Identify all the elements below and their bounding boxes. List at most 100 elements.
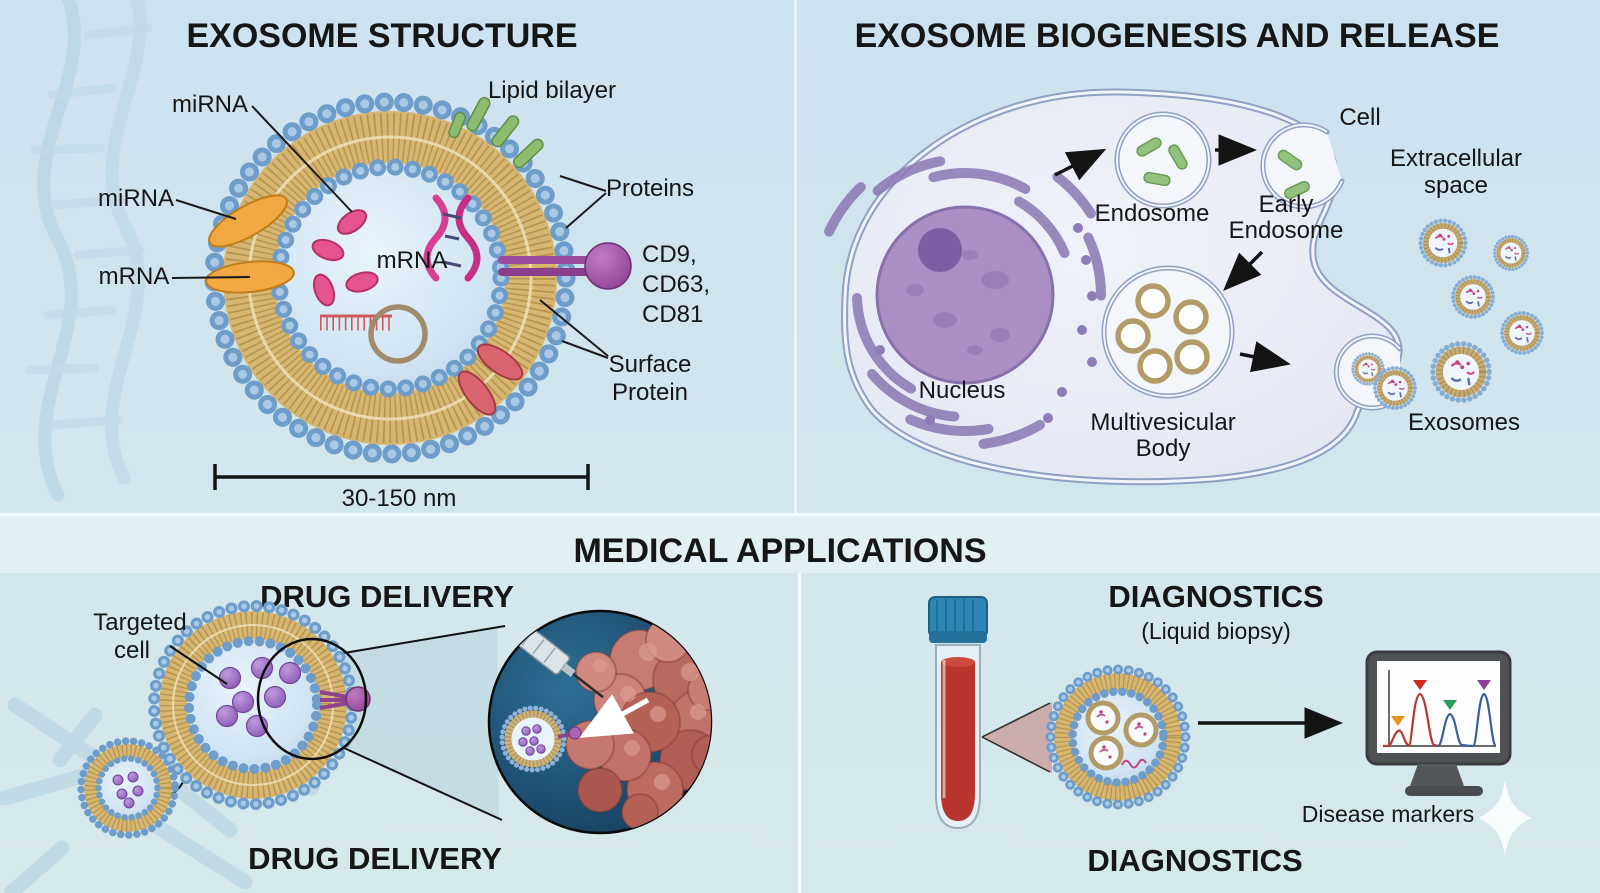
tumor-zoom-circle — [487, 609, 713, 835]
zoom-cone-lines — [337, 625, 506, 821]
drug-delivery-panel: DRUG DELIVERY — [77, 579, 713, 876]
scale-bar-label: 30-150 nm — [342, 485, 457, 512]
arrow-mvb-to-membrane — [1239, 341, 1291, 373]
receptor-highlight-ellipse — [256, 637, 368, 761]
targeting-receptor — [319, 686, 371, 712]
scale-bar — [213, 464, 590, 490]
chromatogram — [1383, 670, 1498, 748]
released-exosome — [1502, 313, 1542, 353]
nucleus — [875, 205, 1055, 385]
biogenesis-panel: EXOSOME BIOGENESIS AND RELEASE — [809, 17, 1542, 486]
multivesicular-body — [1101, 265, 1235, 399]
mirna-left-label: miRNA — [98, 185, 174, 212]
structure-leader-lines — [171, 105, 609, 359]
extracellular-label-2: space — [1424, 172, 1488, 199]
biogenesis-title: EXOSOME BIOGENESIS AND RELEASE — [855, 17, 1500, 55]
drug-delivery-title-top: DRUG DELIVERY — [260, 579, 514, 614]
diagnostics-subtitle: (Liquid biopsy) — [1141, 618, 1291, 644]
tetraspanin-protein-purple — [498, 242, 632, 290]
exosome-interior — [272, 160, 508, 396]
targeted-cell-leader-line — [169, 645, 228, 685]
monitor-base — [1405, 786, 1483, 796]
nucleolus — [918, 228, 962, 272]
cd81-label: CD81 — [642, 301, 703, 328]
ribosome-dots — [875, 223, 1097, 425]
chromatogram-blue-trace — [1437, 692, 1498, 748]
diagnostic-exosome — [1045, 664, 1191, 810]
zoom-cone-area — [340, 627, 499, 818]
plasmid-ring — [368, 304, 428, 364]
structure-title: EXOSOME STRUCTURE — [186, 17, 577, 55]
biogenesis-arrows — [1054, 134, 1291, 373]
divider-vertical-bottom — [798, 573, 801, 893]
sparkle-icon — [1479, 780, 1531, 856]
drug-loaded-exosome — [148, 600, 371, 810]
endosome-label: Endosome — [1095, 200, 1210, 227]
nucleus-label: Nucleus — [919, 377, 1006, 404]
mrna-left-label: mRNA — [99, 263, 170, 290]
exosomes-label: Exosomes — [1408, 409, 1520, 436]
divider-vertical-top — [794, 0, 797, 513]
released-exosome — [1495, 237, 1528, 270]
exosome-structure-panel: EXOSOME STRUCTURE — [98, 17, 710, 512]
cd63-label: CD63, — [642, 271, 710, 298]
drug-delivery-title-bottom: DRUG DELIVERY — [248, 841, 502, 876]
targeted-cell-label-1: Targeted — [93, 609, 186, 636]
released-exosome — [1433, 344, 1489, 400]
tumor-targeting-exosome — [499, 705, 582, 773]
cell-label: Cell — [1339, 104, 1380, 131]
tube-blood — [941, 662, 975, 821]
endosome-vesicle — [1114, 111, 1212, 209]
mirna-molecules — [311, 209, 379, 307]
mvb-label-1: Multivesicular — [1090, 409, 1235, 436]
mrna-helix — [423, 194, 481, 282]
marker-triangle-orange — [1391, 716, 1405, 726]
surface-protein-red — [457, 343, 524, 416]
mrna-inside-label: mRNA — [377, 247, 448, 274]
marker-triangle-green — [1443, 700, 1457, 710]
arrow-early-to-mvb — [1223, 250, 1264, 291]
dna-watermark-top — [25, 0, 153, 502]
drug-cargo-spheres — [215, 656, 302, 738]
early-endosome-label-1: Early — [1259, 191, 1314, 218]
mirna-top-label: miRNA — [172, 91, 248, 118]
marker-triangle-red — [1413, 680, 1427, 690]
released-exosome — [1421, 221, 1466, 266]
extracellular-label-1: Extracellular — [1390, 145, 1522, 172]
proteins-label: Proteins — [606, 175, 694, 202]
marker-triangle-purple — [1477, 680, 1491, 690]
biopsy-cone-lines — [981, 702, 1051, 773]
arrow-er-to-endosome — [1054, 148, 1107, 181]
chromatogram-red-trace — [1383, 692, 1439, 748]
early-endosome-cup — [1260, 122, 1345, 210]
diagnostics-title-bottom: DIAGNOSTICS — [1087, 843, 1302, 878]
medical-applications-title: MEDICAL APPLICATIONS — [573, 532, 986, 570]
released-exosome — [1453, 277, 1493, 317]
monitor-icon — [1365, 650, 1512, 796]
biopsy-zoom-cone — [982, 702, 1052, 773]
blood-tube — [928, 596, 988, 830]
monitor-stand — [1410, 764, 1464, 786]
diagnostics-panel: DIAGNOSTICS (Liquid biopsy) — [928, 579, 1531, 878]
mvb-label-2: Body — [1136, 435, 1191, 462]
divider-horizontal — [0, 513, 1600, 516]
tube-cap — [928, 596, 988, 643]
inner-vesicle — [1085, 700, 1159, 771]
released-exosome — [1375, 368, 1415, 408]
targeted-cell-label-2: cell — [114, 637, 150, 664]
small-drug-exosome — [77, 737, 179, 839]
monitor-screen — [1377, 661, 1500, 753]
early-endosome-label-2: Endosome — [1229, 217, 1344, 244]
surface-protein-label-1: Surface — [609, 351, 692, 378]
disease-markers-label: Disease markers — [1302, 801, 1475, 827]
delivery-arrow — [579, 694, 650, 738]
surface-protein-green — [448, 96, 544, 169]
free-rna-squiggle — [1121, 758, 1147, 769]
diagnostics-title-top: DIAGNOSTICS — [1108, 579, 1323, 614]
endoplasmic-reticulum — [809, 140, 1120, 450]
lipid-bilayer-label: Lipid bilayer — [488, 77, 616, 104]
medical-band — [0, 516, 1600, 573]
surface-protein-label-2: Protein — [612, 379, 688, 406]
